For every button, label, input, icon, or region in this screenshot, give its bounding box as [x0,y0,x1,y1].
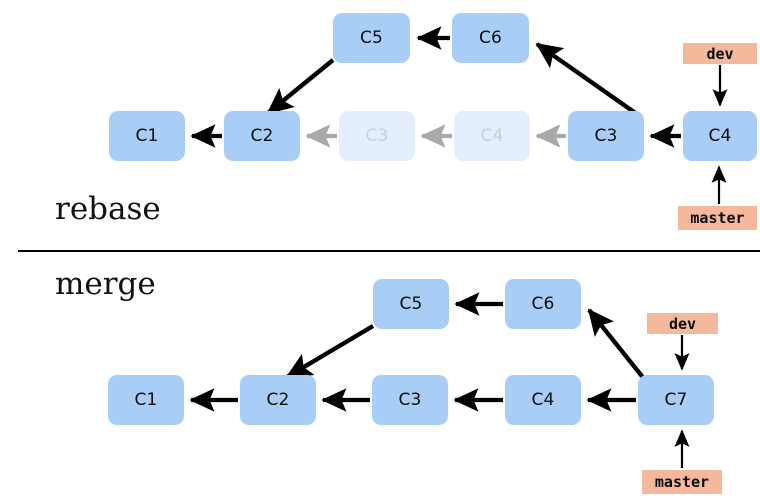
edge-c5-to-c2-merge [285,324,375,379]
commit-node-c3-merge[interactable]: C3 [372,375,448,425]
branch-ref-master-merge[interactable]: master [642,470,722,494]
commit-node-c4-merge[interactable]: C4 [505,375,581,425]
branch-ref-dev-merge[interactable]: dev [647,313,718,334]
commit-node-c4-old-rebase[interactable]: C4 [454,111,530,161]
commit-node-c7-merge[interactable]: C7 [638,375,714,425]
panel-caption-rebase: rebase [55,191,161,227]
commit-node-c2-merge[interactable]: C2 [240,375,316,425]
commit-node-c4-new-rebase[interactable]: C4 [683,111,757,161]
commit-node-c1-merge[interactable]: C1 [108,375,184,425]
commit-node-c3-new-rebase[interactable]: C3 [568,111,644,161]
edge-c5-to-c2-rebase [266,58,335,115]
panel-divider [18,250,760,252]
branch-ref-dev-rebase[interactable]: dev [683,43,757,64]
commit-node-c5-merge[interactable]: C5 [373,279,449,329]
commit-node-c1-rebase[interactable]: C1 [109,111,185,161]
commit-node-c6-rebase[interactable]: C6 [452,13,529,63]
commit-node-c5-rebase[interactable]: C5 [333,13,410,63]
commit-node-c3-old-rebase[interactable]: C3 [339,111,415,161]
edge-c4new-to-c6-rebase [535,42,643,119]
commit-node-c2-rebase[interactable]: C2 [224,111,300,161]
commit-node-c6-merge[interactable]: C6 [505,279,581,329]
branch-ref-master-rebase[interactable]: master [678,206,757,230]
panel-caption-merge: merge [55,266,156,302]
edge-c7-to-c6-merge [587,308,647,382]
